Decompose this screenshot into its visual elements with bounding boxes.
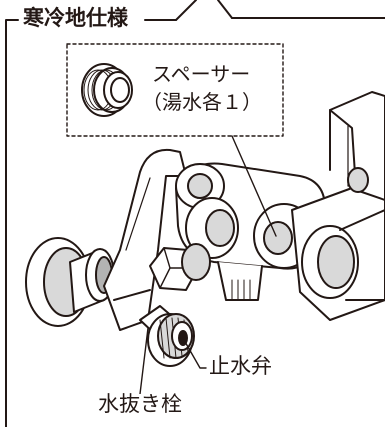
leader-lines xyxy=(139,135,277,395)
spacer-part-icon xyxy=(81,63,133,117)
spacer-leader xyxy=(231,135,277,237)
drain-plug-leader xyxy=(139,327,149,395)
right-outlet xyxy=(253,187,385,321)
upper-pipe xyxy=(329,91,385,201)
frame-border xyxy=(5,0,385,428)
spacer-label: スペーサー xyxy=(152,62,251,86)
section-title: 寒冷地仕様 xyxy=(20,8,131,29)
bracket-arm xyxy=(103,148,187,331)
spacer-quantity-note: （湯水各１） xyxy=(142,90,262,114)
stop-valve-leader xyxy=(183,339,207,369)
drain-plug-label: 水抜き栓 xyxy=(96,392,184,416)
drain-plug xyxy=(139,305,195,367)
stop-valve-label: 止水弁 xyxy=(207,354,274,378)
hex-nut xyxy=(149,243,211,291)
wall-flange xyxy=(25,237,115,327)
